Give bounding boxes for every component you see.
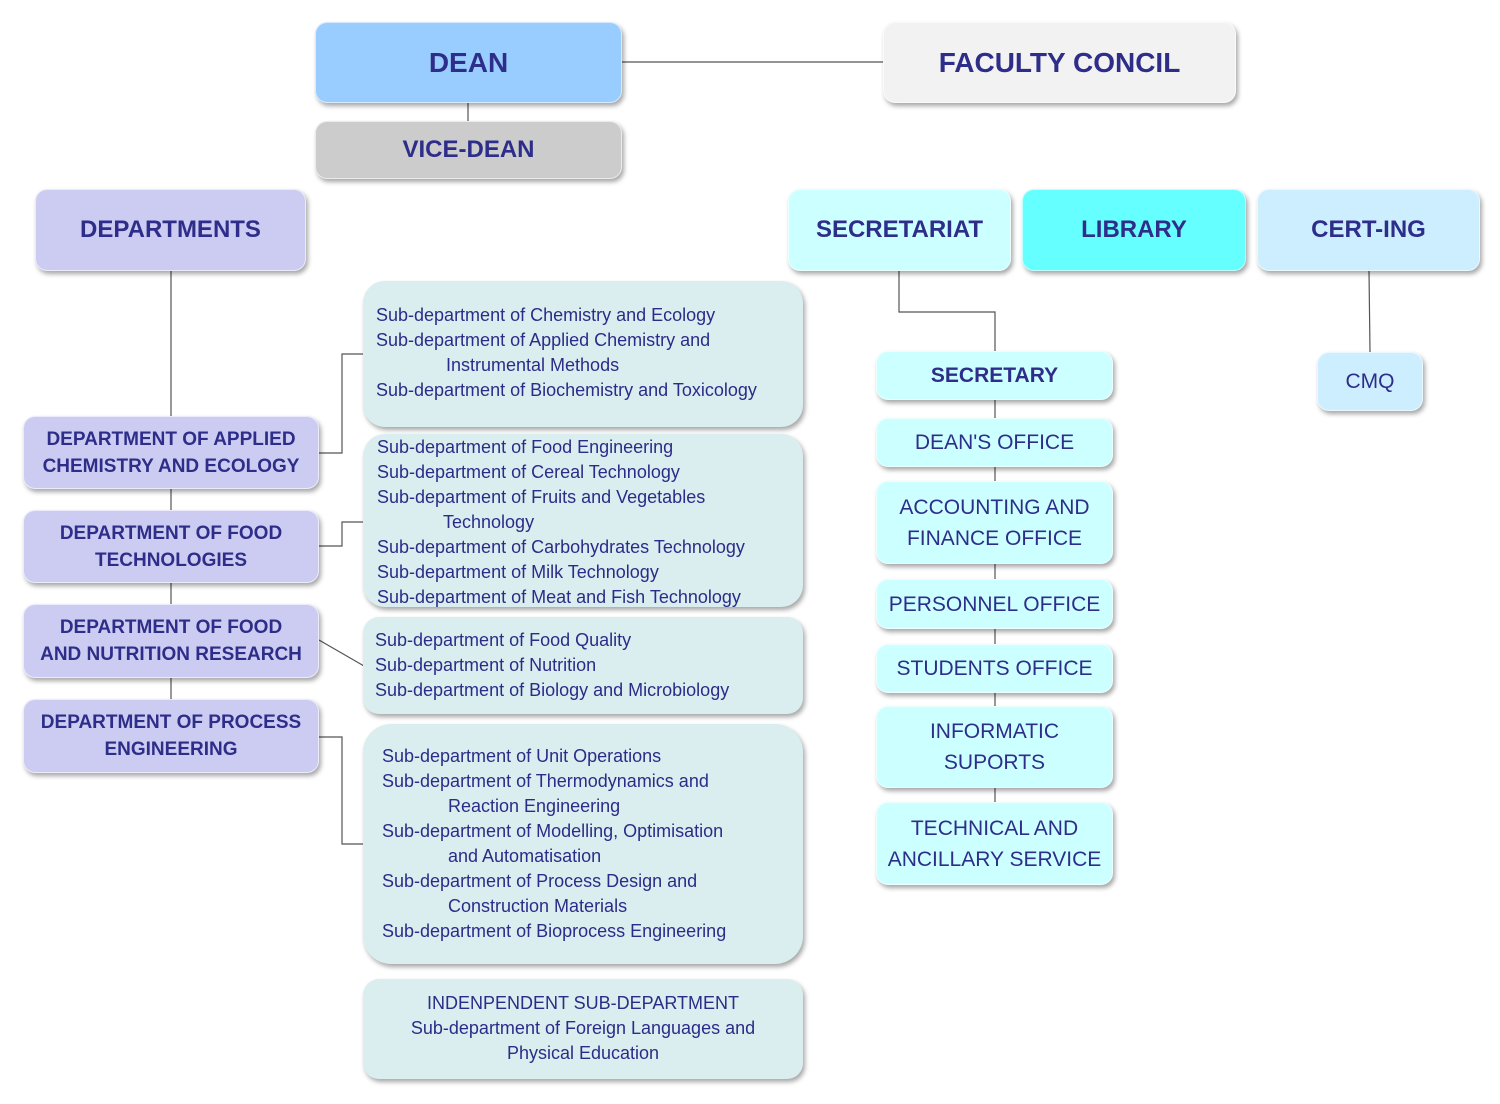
technical-service-box: TECHNICAL AND ANCILLARY SERVICE	[876, 802, 1113, 885]
deans-office-label: DEAN'S OFFICE	[914, 431, 1075, 454]
subdept-item: Sub-department of Milk Technology	[377, 562, 659, 582]
dept-line: DEPARTMENT OF APPLIED	[46, 428, 296, 450]
subdept-item: Sub-department of Cereal Technology	[377, 462, 680, 482]
subdept-item: Sub-department of Nutrition	[375, 655, 597, 675]
deans-office-box: DEAN'S OFFICE	[876, 418, 1113, 467]
dept-line: ENGINEERING	[104, 739, 238, 760]
dept-food-technologies: DEPARTMENT OF FOOD TECHNOLOGIES	[23, 510, 319, 583]
subdept-process-engineering: Sub-department of Unit Operations Sub-de…	[363, 724, 803, 964]
dean-box: DEAN	[315, 22, 622, 103]
informatic-supports-box: INFORMATIC SUPORTS	[876, 706, 1113, 788]
secretary-box: SECRETARY	[876, 351, 1113, 400]
office-line: ACCOUNTING AND	[899, 495, 1090, 519]
students-office-box: STUDENTS OFFICE	[876, 644, 1113, 693]
subdept-item: and Automatisation	[448, 846, 602, 866]
dept-food-nutrition: DEPARTMENT OF FOOD AND NUTRITION RESEARCH	[23, 604, 319, 678]
subdept-item: Reaction Engineering	[448, 796, 621, 816]
dept-line: DEPARTMENT OF PROCESS	[40, 712, 302, 733]
dept-line: CHEMISTRY AND ECOLOGY	[42, 455, 300, 477]
library-label: LIBRARY	[1081, 216, 1187, 243]
subdept-item: Sub-department of Modelling, Optimisatio…	[382, 821, 724, 841]
subdept-item: Sub-department of Bioprocess Engineering	[382, 921, 727, 941]
office-line: ANCILLARY SERVICE	[887, 847, 1102, 871]
personnel-office-label: PERSONNEL OFFICE	[888, 592, 1101, 616]
subdept-item: Sub-department of Biology and Microbiolo…	[375, 680, 730, 700]
subdept-item: Sub-department of Food Quality	[375, 630, 632, 650]
subdept-item: Sub-department of Food Engineering	[377, 437, 674, 457]
subdept-item: Physical Education	[506, 1043, 660, 1063]
subdept-food-technologies: Sub-department of Food Engineering Sub-d…	[363, 434, 803, 607]
library-box: LIBRARY	[1022, 189, 1246, 271]
subdept-item: Sub-department of Applied Chemistry and	[376, 330, 711, 350]
subdept-item: Sub-department of Process Design and	[382, 871, 698, 891]
subdept-item: Sub-department of Biochemistry and Toxic…	[376, 380, 757, 400]
office-line: SUPORTS	[943, 751, 1046, 774]
cert-ing-label: CERT-ING	[1311, 216, 1426, 243]
cert-ing-box: CERT-ING	[1257, 189, 1480, 271]
office-line: INFORMATIC	[929, 720, 1060, 743]
subdept-item: Sub-department of Meat and Fish Technolo…	[377, 587, 741, 607]
subdept-item: Technology	[443, 512, 535, 532]
subdept-independent-title: INDENPENDENT SUB-DEPARTMENT	[426, 993, 740, 1013]
dept-line: TECHNOLOGIES	[94, 549, 247, 571]
dept-line: DEPARTMENT OF FOOD	[59, 522, 283, 544]
dept-applied-chemistry: DEPARTMENT OF APPLIED CHEMISTRY AND ECOLO…	[23, 416, 319, 489]
dept-line: AND NUTRITION RESEARCH	[40, 644, 302, 665]
subdept-item: Sub-department of Chemistry and Ecology	[376, 305, 716, 325]
cmq-box: CMQ	[1317, 352, 1423, 411]
subdept-independent: INDENPENDENT SUB-DEPARTMENT Sub-departme…	[363, 979, 803, 1079]
secretary-label: SECRETARY	[930, 364, 1059, 387]
faculty-council-label: FACULTY CONCIL	[938, 46, 1181, 78]
faculty-council-box: FACULTY CONCIL	[883, 22, 1236, 103]
dept-line: DEPARTMENT OF FOOD	[59, 617, 283, 638]
personnel-office-box: PERSONNEL OFFICE	[876, 579, 1113, 629]
vice-dean-box: VICE-DEAN	[315, 121, 622, 179]
subdept-applied-chemistry: Sub-department of Chemistry and Ecology …	[363, 281, 803, 427]
subdept-item: Instrumental Methods	[446, 355, 620, 375]
office-line: FINANCE OFFICE	[906, 526, 1082, 550]
subdept-item: Sub-department of Unit Operations	[382, 746, 662, 766]
office-line: TECHNICAL AND	[910, 816, 1079, 840]
dept-process-engineering: DEPARTMENT OF PROCESS ENGINEERING	[23, 699, 319, 773]
subdept-nutrition: Sub-department of Food Quality Sub-depar…	[363, 617, 803, 714]
subdept-item: Sub-department of Thermodynamics and	[382, 771, 709, 791]
subdept-item: Sub-department of Fruits and Vegetables	[377, 487, 706, 507]
departments-box: DEPARTMENTS	[35, 189, 306, 271]
secretariat-label: SECRETARIAT	[815, 216, 984, 243]
subdept-item: Sub-department of Carbohydrates Technolo…	[377, 537, 745, 557]
subdept-item: Sub-department of Foreign Languages and	[410, 1018, 756, 1038]
vice-dean-label: VICE-DEAN	[402, 136, 535, 163]
secretariat-box: SECRETARIAT	[788, 189, 1011, 271]
departments-label: DEPARTMENTS	[80, 216, 261, 243]
accounting-office-box: ACCOUNTING AND FINANCE OFFICE	[876, 481, 1113, 564]
dean-label: DEAN	[428, 46, 509, 78]
cmq-label: CMQ	[1345, 369, 1395, 393]
students-office-label: STUDENTS OFFICE	[896, 657, 1093, 680]
subdept-item: Construction Materials	[448, 896, 628, 916]
